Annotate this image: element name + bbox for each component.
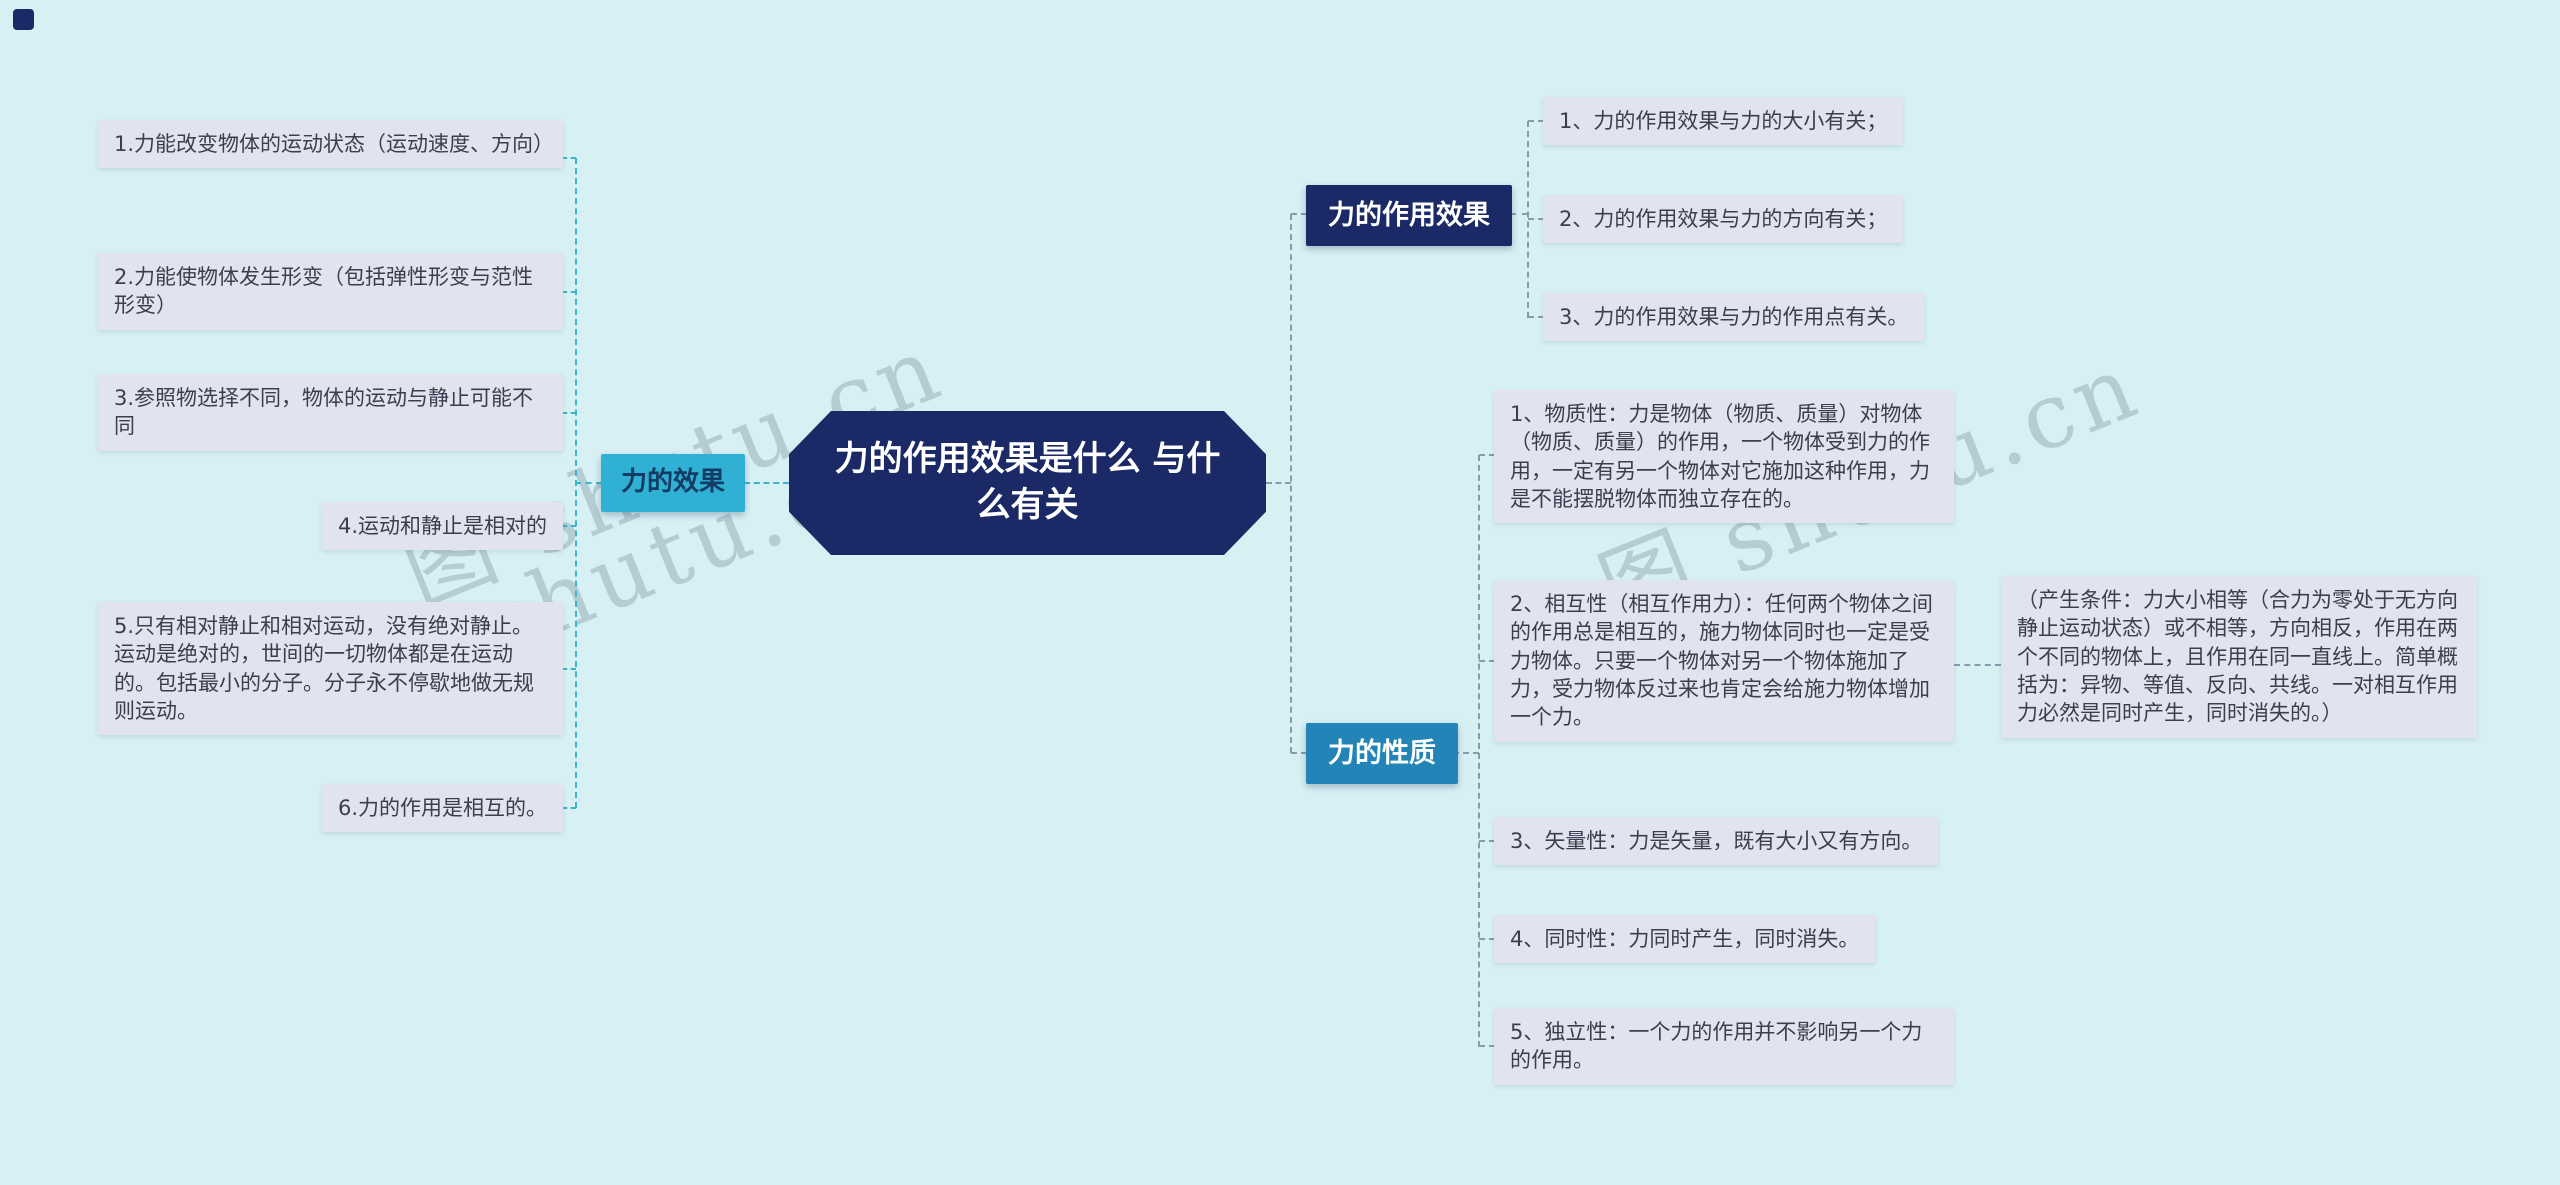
right-top-topic-3[interactable]: 3、力的作用效果与力的作用点有关。 [1543,293,1925,342]
left-topic-3[interactable]: 3.参照物选择不同，物体的运动与静止可能不同 [98,374,563,451]
right-bottom-topic-2[interactable]: 2、相互性（相互作用力）：任何两个物体之间的作用总是相互的，施力物体同时也一定是… [1494,580,1954,742]
corner-logo [13,9,34,30]
connector [1291,213,1307,215]
note-node-mutual-force-conditions[interactable]: （产生条件：力大小相等（合力为零处于无方向静止运动状态）或不相等，方向相反，作用… [2001,576,2477,738]
left-topic-6[interactable]: 6.力的作用是相互的。 [321,784,563,833]
connector [562,291,576,293]
left-topic-4[interactable]: 4.运动和静止是相对的 [321,502,563,551]
connector [1291,752,1307,754]
connector [562,412,576,414]
connector [575,482,602,484]
connector [1479,660,1495,662]
right-bottom-topic-1[interactable]: 1、物质性：力是物体（物质、质量）对物体（物质、质量）的作用，一个物体受到力的作… [1494,390,1954,524]
connector [562,807,576,809]
connector [1954,664,2001,666]
left-topic-5[interactable]: 5.只有相对静止和相对运动，没有绝对静止。运动是绝对的，世间的一切物体都是在运动… [98,602,563,736]
connector [1453,752,1479,754]
connector [1479,454,1495,456]
right-bottom-topic-3[interactable]: 3、矢量性：力是矢量，既有大小又有方向。 [1494,817,1939,866]
branch-node-force-effects[interactable]: 力的效果 [601,454,746,512]
connector [1479,840,1495,842]
connector [1528,120,1544,122]
connector [1510,213,1528,215]
central-topic-label: 力的作用效果是什么 与什么有关 [834,439,1221,525]
connector [744,482,789,484]
connector [1528,316,1544,318]
right-top-topic-2[interactable]: 2、力的作用效果与力的方向有关； [1543,195,1904,244]
connector [1528,218,1544,220]
connector [1266,482,1291,484]
left-topic-2[interactable]: 2.力能使物体发生形变（包括弹性形变与范性形变） [98,253,563,330]
connector [562,668,576,670]
central-topic-node[interactable]: 力的作用效果是什么 与什么有关 [789,411,1266,555]
right-bottom-topic-4[interactable]: 4、同时性：力同时产生，同时消失。 [1494,915,1876,964]
branch-node-force-action-effects[interactable]: 力的作用效果 [1306,185,1512,247]
branch-node-force-nature[interactable]: 力的性质 [1306,723,1458,785]
connector [1479,938,1495,940]
left-topic-1[interactable]: 1.力能改变物体的运动状态（运动速度、方向） [98,120,563,169]
connector [1479,1045,1495,1047]
right-top-topic-1[interactable]: 1、力的作用效果与力的大小有关； [1543,97,1904,146]
connector [1290,214,1292,753]
connector [562,157,576,159]
connector [562,525,576,527]
connector [1478,455,1480,1047]
right-bottom-topic-5[interactable]: 5、独立性：一个力的作用并不影响另一个力的作用。 [1494,1008,1954,1085]
